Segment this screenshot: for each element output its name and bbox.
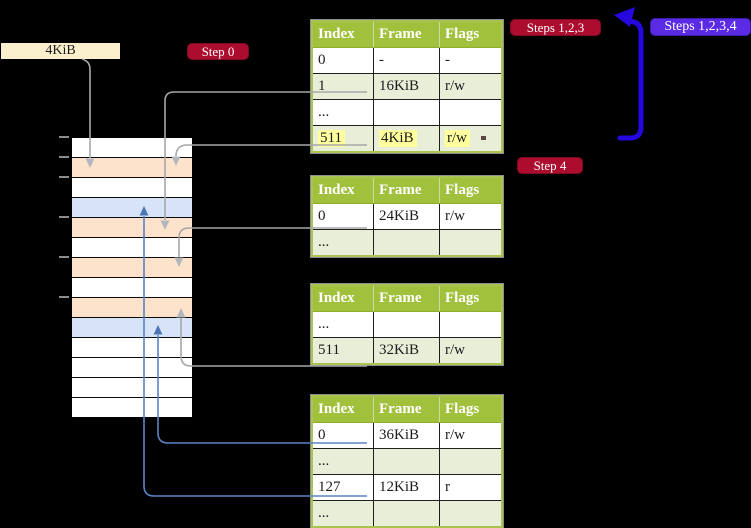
physical-memory-column — [71, 137, 193, 418]
memory-frame-row — [72, 338, 192, 358]
header-index: Index — [311, 284, 374, 312]
header-frame: Frame — [373, 284, 440, 312]
cell-frame — [373, 500, 440, 528]
table-row: ... — [311, 500, 503, 528]
cell-flags: r/w — [439, 125, 503, 153]
cell-frame: 24KiB — [373, 203, 440, 230]
cell-index: ... — [311, 311, 374, 338]
cell-index: ... — [311, 99, 374, 126]
table-header-row: Index Frame Flags — [311, 284, 503, 312]
cell-index: 511 — [311, 337, 374, 365]
page-table-level-4: Index Frame Flags 0 - - 1 16KiB r/w ... … — [311, 20, 503, 153]
table-row: ... — [311, 99, 503, 126]
table-row-highlighted: 511 4KiB r/w — [311, 125, 503, 153]
highlight: 511 — [318, 130, 345, 147]
table-header-row: Index Frame Flags — [311, 20, 503, 48]
cell-frame: 36KiB — [373, 422, 440, 449]
header-flags: Flags — [439, 176, 503, 204]
page-table-level-3: Index Frame Flags 0 24KiB r/w ... — [311, 176, 503, 257]
header-index: Index — [311, 176, 374, 204]
badge-step-0: Step 0 — [188, 44, 248, 59]
table-row: 0 24KiB r/w — [311, 203, 503, 230]
cell-index: 0 — [311, 47, 374, 74]
table-row: ... — [311, 311, 503, 338]
memory-frame-row-mapped — [72, 198, 192, 218]
header-flags: Flags — [439, 20, 503, 48]
highlight: 4KiB — [379, 130, 417, 147]
memory-frame-row-page-table — [72, 218, 192, 238]
table-row: 127 12KiB r — [311, 474, 503, 501]
cell-frame: 12KiB — [373, 474, 440, 501]
header-frame: Frame — [373, 20, 440, 48]
cell-flags — [439, 311, 503, 338]
cell-frame — [373, 311, 440, 338]
cell-flags — [439, 500, 503, 528]
highlight: r/w — [445, 130, 470, 147]
memory-frame-row-mapped — [72, 318, 192, 338]
cell-frame — [373, 448, 440, 475]
page-table-level-1: Index Frame Flags 0 36KiB r/w ... 127 12… — [311, 395, 503, 528]
cell-flags — [439, 448, 503, 475]
cell-index: 0 — [311, 203, 374, 230]
cell-index: 127 — [311, 474, 374, 501]
memory-frame-row — [72, 138, 192, 158]
table-row: 0 36KiB r/w — [311, 422, 503, 449]
cell-index: ... — [311, 500, 374, 528]
memory-address-ticks — [59, 136, 69, 298]
page-table-level-2: Index Frame Flags ... 511 32KiB r/w — [311, 284, 503, 365]
badge-steps-1-2-3: Steps 1,2,3 — [511, 20, 600, 35]
table-header-row: Index Frame Flags — [311, 395, 503, 423]
badge-steps-1-2-3-4: Steps 1,2,3,4 — [651, 19, 750, 35]
memory-frame-row — [72, 178, 192, 198]
header-flags: Flags — [439, 284, 503, 312]
cell-frame — [373, 99, 440, 126]
cell-index: 1 — [311, 73, 374, 100]
cell-flags: - — [439, 47, 503, 74]
memory-frame-row — [72, 278, 192, 298]
header-flags: Flags — [439, 395, 503, 423]
cell-frame — [373, 229, 440, 257]
cell-index: 511 — [311, 125, 374, 153]
table-row: 1 16KiB r/w — [311, 73, 503, 100]
memory-frame-row-page-table — [72, 258, 192, 278]
memory-frame-row — [72, 358, 192, 378]
cell-index: 0 — [311, 422, 374, 449]
header-frame: Frame — [373, 395, 440, 423]
cell-index: ... — [311, 448, 374, 475]
table-row: ... — [311, 229, 503, 257]
arrow-up-left-icon — [614, 7, 635, 27]
table-row: 511 32KiB r/w — [311, 337, 503, 365]
header-index: Index — [311, 395, 374, 423]
cell-frame: - — [373, 47, 440, 74]
frame-size-box: 4KiB — [1, 43, 120, 59]
cell-frame: 16KiB — [373, 73, 440, 100]
header-frame: Frame — [373, 176, 440, 204]
cell-flags: r/w — [439, 73, 503, 100]
memory-frame-row-page-table — [72, 158, 192, 178]
table-header-row: Index Frame Flags — [311, 176, 503, 204]
cell-flags: r/w — [439, 422, 503, 449]
cell-flags: r — [439, 474, 503, 501]
table-row: ... — [311, 448, 503, 475]
loop-arrow-shaft — [617, 18, 644, 141]
table-row: 0 - - — [311, 47, 503, 74]
cell-frame: 32KiB — [373, 337, 440, 365]
memory-frame-row — [72, 378, 192, 398]
cell-flags — [439, 229, 503, 257]
memory-frame-row — [72, 238, 192, 258]
header-index: Index — [311, 20, 374, 48]
cell-flags: r/w — [439, 203, 503, 230]
cell-index: ... — [311, 229, 374, 257]
cell-frame: 4KiB — [373, 125, 440, 153]
cell-flags: r/w — [439, 337, 503, 365]
memory-frame-row — [72, 398, 192, 417]
memory-frame-row-page-table — [72, 298, 192, 318]
cell-flags — [439, 99, 503, 126]
badge-step-4: Step 4 — [518, 158, 582, 173]
